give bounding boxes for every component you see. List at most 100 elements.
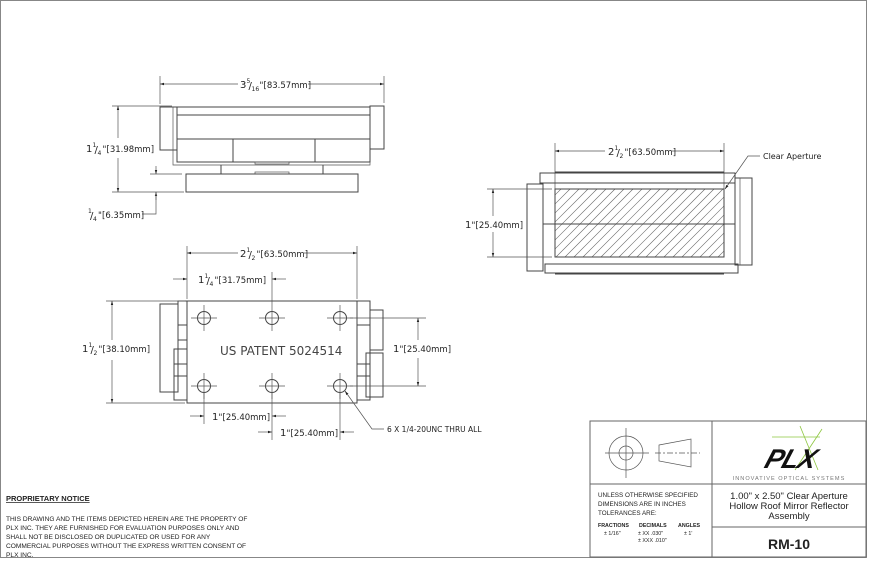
dim-inch-mark: " <box>472 221 476 231</box>
dim-fraction-bar: / <box>617 148 621 159</box>
dim-denominator: 16 <box>252 86 260 93</box>
dim-whole: 2 <box>608 147 614 158</box>
hatch-line <box>745 189 813 257</box>
fractions-label: FRACTIONS <box>598 523 629 529</box>
holes-callout: 6 X 1/4-20UNC THRU ALL <box>387 425 482 434</box>
dim-whole: 1 <box>393 344 399 355</box>
plx-logo: PLX INNOVATIVE OPTICAL SYSTEMS <box>733 425 846 482</box>
dim-whole: 1 <box>212 412 218 423</box>
patent-label: US PATENT 5024514 <box>220 344 342 358</box>
dim-fraction-bar: / <box>91 345 95 356</box>
dim-numerator: 1 <box>93 142 97 149</box>
angles-value: ± 1' <box>684 531 692 537</box>
top-view: 35 / 16 " [83.57mm] 11/4"[31.98mm] 1/4"[6.35… <box>86 76 385 223</box>
hatch-line <box>555 189 580 214</box>
dim-numerator: 5 <box>247 78 251 85</box>
mounting-hole <box>191 305 217 331</box>
dim-mm: [63.50mm] <box>629 148 677 158</box>
dim-whole: 3 <box>240 80 246 91</box>
hatch-line <box>708 241 724 257</box>
dim-mm: [38.10mm] <box>103 345 151 355</box>
decimals-value: ± XX .030" <box>638 531 663 537</box>
dim-denominator: 4 <box>210 281 214 288</box>
hatch-line <box>609 189 679 257</box>
dim-top-height: 11/4"[31.98mm] <box>86 142 154 157</box>
dim-whole: 1 <box>86 144 92 155</box>
dim-whole: 1 <box>198 275 204 286</box>
hatch-line <box>564 189 634 257</box>
dim-numerator: 1 <box>615 145 619 152</box>
hatch-line <box>555 189 598 232</box>
tolerance-line: TOLERANCES ARE: <box>598 510 657 517</box>
fractions-value: ± 1/16" <box>604 531 621 537</box>
hatch-line <box>690 223 724 257</box>
description-line: Hollow Roof Mirror Reflector <box>729 501 848 512</box>
hatch-line <box>681 214 724 257</box>
dim-hole-spacing-1: 1"[25.40mm] <box>212 412 270 423</box>
hatch-line <box>555 189 589 223</box>
dim-mm: [83.57mm] <box>264 81 312 91</box>
dim-fraction-bar: / <box>207 276 211 287</box>
dim-mm: [31.98mm] <box>107 145 155 155</box>
notice-line: PLX INC. THEY ARE FURNISHED FOR EVALUATI… <box>6 525 240 532</box>
angles-label: ANGLES <box>678 523 701 529</box>
decimals-label: DECIMALS <box>639 523 667 529</box>
description-line: 1.00" x 2.50" Clear Aperture <box>730 491 848 502</box>
hatch-line <box>727 189 795 257</box>
hatch-line <box>618 189 688 257</box>
notice-line: THIS DRAWING AND THE ITEMS DEPICTED HERE… <box>6 516 247 523</box>
tolerance-line: UNLESS OTHERWISE SPECIFIED <box>598 492 698 499</box>
notice-line: SHALL NOT BE DISCLOSED OR DUPLICATED OR … <box>6 534 211 541</box>
dim-numerator: 1 <box>205 273 209 280</box>
hatch-line <box>645 189 715 257</box>
hatch-line <box>555 189 607 241</box>
mounting-hole <box>327 305 353 331</box>
dim-denominator: 2 <box>94 350 98 357</box>
hatch-line <box>582 189 652 257</box>
dim-bottom-width: 21/2"[63.50mm] <box>240 247 308 262</box>
dim-whole: 1 <box>82 344 88 355</box>
hatch-line <box>600 189 670 257</box>
dim-mm: [25.40mm] <box>223 413 271 423</box>
dim-mm: [63.50mm] <box>261 250 309 260</box>
side-view: 21/2"[63.50mm] 1"[25.40mm] Clear Apertur… <box>465 143 822 275</box>
hatch-line <box>672 205 724 257</box>
tolerance-line: DIMENSIONS ARE IN INCHES <box>598 501 686 508</box>
dim-side-width: 21/2"[63.50mm] <box>608 145 676 160</box>
dim-whole: 2 <box>240 249 246 260</box>
dim-mm: [25.40mm] <box>476 221 524 231</box>
title-block: PLX INNOVATIVE OPTICAL SYSTEMS UNLESS OT… <box>589 420 867 558</box>
hatch-line <box>627 189 697 257</box>
hatch-line <box>754 189 822 257</box>
dim-hole-spacing-2: 1"[25.40mm] <box>280 428 338 439</box>
notice-title: PROPRIETARY NOTICE <box>6 494 90 503</box>
dim-mm: [31.75mm] <box>219 276 267 286</box>
notice-line: PLX INC. <box>6 552 34 559</box>
dim-fraction-bar: / <box>95 145 99 156</box>
dim-numerator: 1 <box>247 247 251 254</box>
projection-symbol-icon <box>605 428 700 478</box>
hatch-line <box>654 189 724 257</box>
hatch-line <box>555 189 625 257</box>
decimals-value: ± XXX .010" <box>638 538 667 544</box>
hatch-line <box>736 189 804 257</box>
part-number: RM-10 <box>768 536 810 552</box>
dim-denominator: 4 <box>98 150 102 157</box>
hatch-line <box>663 196 724 257</box>
logo-tagline: INNOVATIVE OPTICAL SYSTEMS <box>733 476 846 482</box>
dim-inch-mark: " <box>98 211 102 221</box>
dim-inch-mark: " <box>103 145 107 155</box>
dim-inch-mark: " <box>625 148 629 158</box>
dim-bottom-height: 11/2"[38.10mm] <box>82 342 150 357</box>
hatch-line <box>573 189 643 257</box>
mounting-hole <box>259 305 285 331</box>
dim-inch-mark: " <box>400 345 404 355</box>
dim-mm: [6.35mm] <box>102 211 144 221</box>
dim-numerator: 1 <box>89 342 93 349</box>
dim-denominator: 2 <box>620 153 624 160</box>
dim-inch-mark: " <box>215 276 219 286</box>
bottom-view: 21/2"[63.50mm] 11/4"[31.75mm] US PATENT … <box>82 246 482 440</box>
dim-base-thickness: 1/4"[6.35mm] <box>88 208 144 223</box>
